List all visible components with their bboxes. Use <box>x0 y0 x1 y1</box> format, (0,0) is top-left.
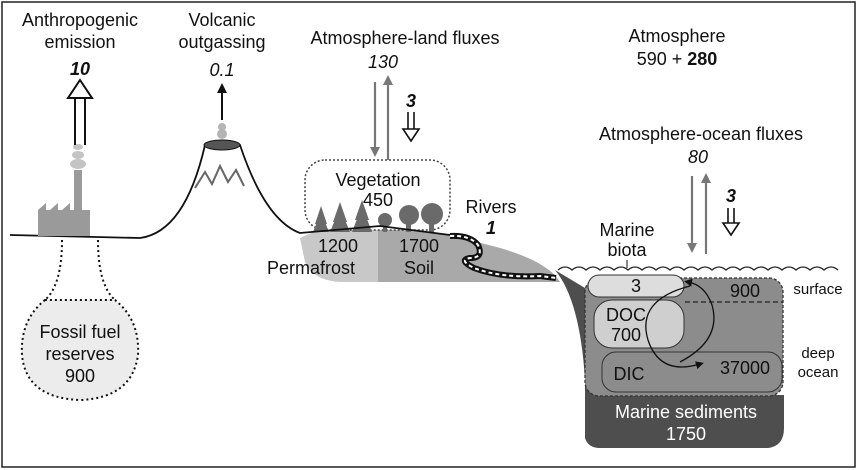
sediments-title: Marine sediments <box>615 402 757 422</box>
marine-biota-label-1: Marine <box>599 220 654 240</box>
volcano-lava <box>194 163 245 189</box>
volcanic-value: 0.1 <box>209 60 234 80</box>
soil-value: 1700 <box>399 236 439 256</box>
fossil-label-2: reserves <box>45 344 114 364</box>
permafrost-value: 1200 <box>318 236 358 256</box>
factory-icon <box>38 170 90 236</box>
river-flow <box>449 234 557 279</box>
dic-title: DIC <box>614 364 645 384</box>
tree-icons <box>313 200 443 232</box>
volcanic-label-1: Volcanic <box>188 10 255 30</box>
fossil-fuel-blob <box>20 299 140 402</box>
ocean-waves <box>557 266 839 271</box>
atm-ocean-net: 3 <box>726 186 736 206</box>
doc-box <box>593 299 685 349</box>
permafrost-title: Permafrost <box>267 258 355 278</box>
surface-value: 900 <box>730 281 760 301</box>
ocean-circulation-arrow-1 <box>645 285 704 369</box>
doc-title: DOC <box>606 305 646 325</box>
atm-ocean-title: Atmosphere-ocean fluxes <box>599 124 803 144</box>
anthropogenic-label-1: Anthropogenic <box>22 10 138 30</box>
atm-land-title: Atmosphere-land fluxes <box>310 28 499 48</box>
ocean-net-arrow <box>721 208 741 237</box>
rivers-title: Rivers <box>465 197 516 217</box>
marine-biota-value: 3 <box>631 276 641 296</box>
factory-smoke <box>70 144 86 169</box>
land-net-arrow <box>401 112 421 143</box>
marine-sediments <box>555 270 784 448</box>
anthropogenic-value: 10 <box>70 59 90 79</box>
deep-ocean-label-1: deep <box>801 345 834 362</box>
ocean-circulation-arrow-2 <box>679 278 715 363</box>
dic-box <box>601 351 783 393</box>
fossil-label-1: Fossil fuel <box>39 322 120 342</box>
fossil-connector <box>44 239 116 301</box>
anthropogenic-label-2: emission <box>44 32 115 52</box>
atm-ocean-value: 80 <box>688 147 708 167</box>
sediments-value: 1750 <box>666 424 706 444</box>
atm-land-value: 130 <box>368 52 398 72</box>
volcano-smoke <box>217 123 227 139</box>
volcanic-label-2: outgassing <box>178 32 265 52</box>
soil-region <box>378 228 560 282</box>
fossil-value: 900 <box>65 366 95 386</box>
vegetation-value: 450 <box>363 190 393 210</box>
marine-biota-label-2: biota <box>607 240 647 260</box>
atm-land-net: 3 <box>406 91 416 111</box>
doc-value: 700 <box>611 325 641 345</box>
soil-title: Soil <box>404 258 434 278</box>
marine-biota-pill <box>587 274 685 298</box>
atmosphere-title: Atmosphere <box>628 26 725 46</box>
anthropogenic-arrow <box>66 78 94 145</box>
dic-value: 37000 <box>720 358 770 378</box>
volcano-crater <box>203 139 241 151</box>
deep-ocean-label-2: ocean <box>798 364 839 381</box>
rivers-value: 1 <box>486 218 496 238</box>
atmosphere-value: 590 + 280 <box>637 49 718 69</box>
surface-title: surface <box>793 281 842 298</box>
vegetation-title: Vegetation <box>335 170 420 190</box>
